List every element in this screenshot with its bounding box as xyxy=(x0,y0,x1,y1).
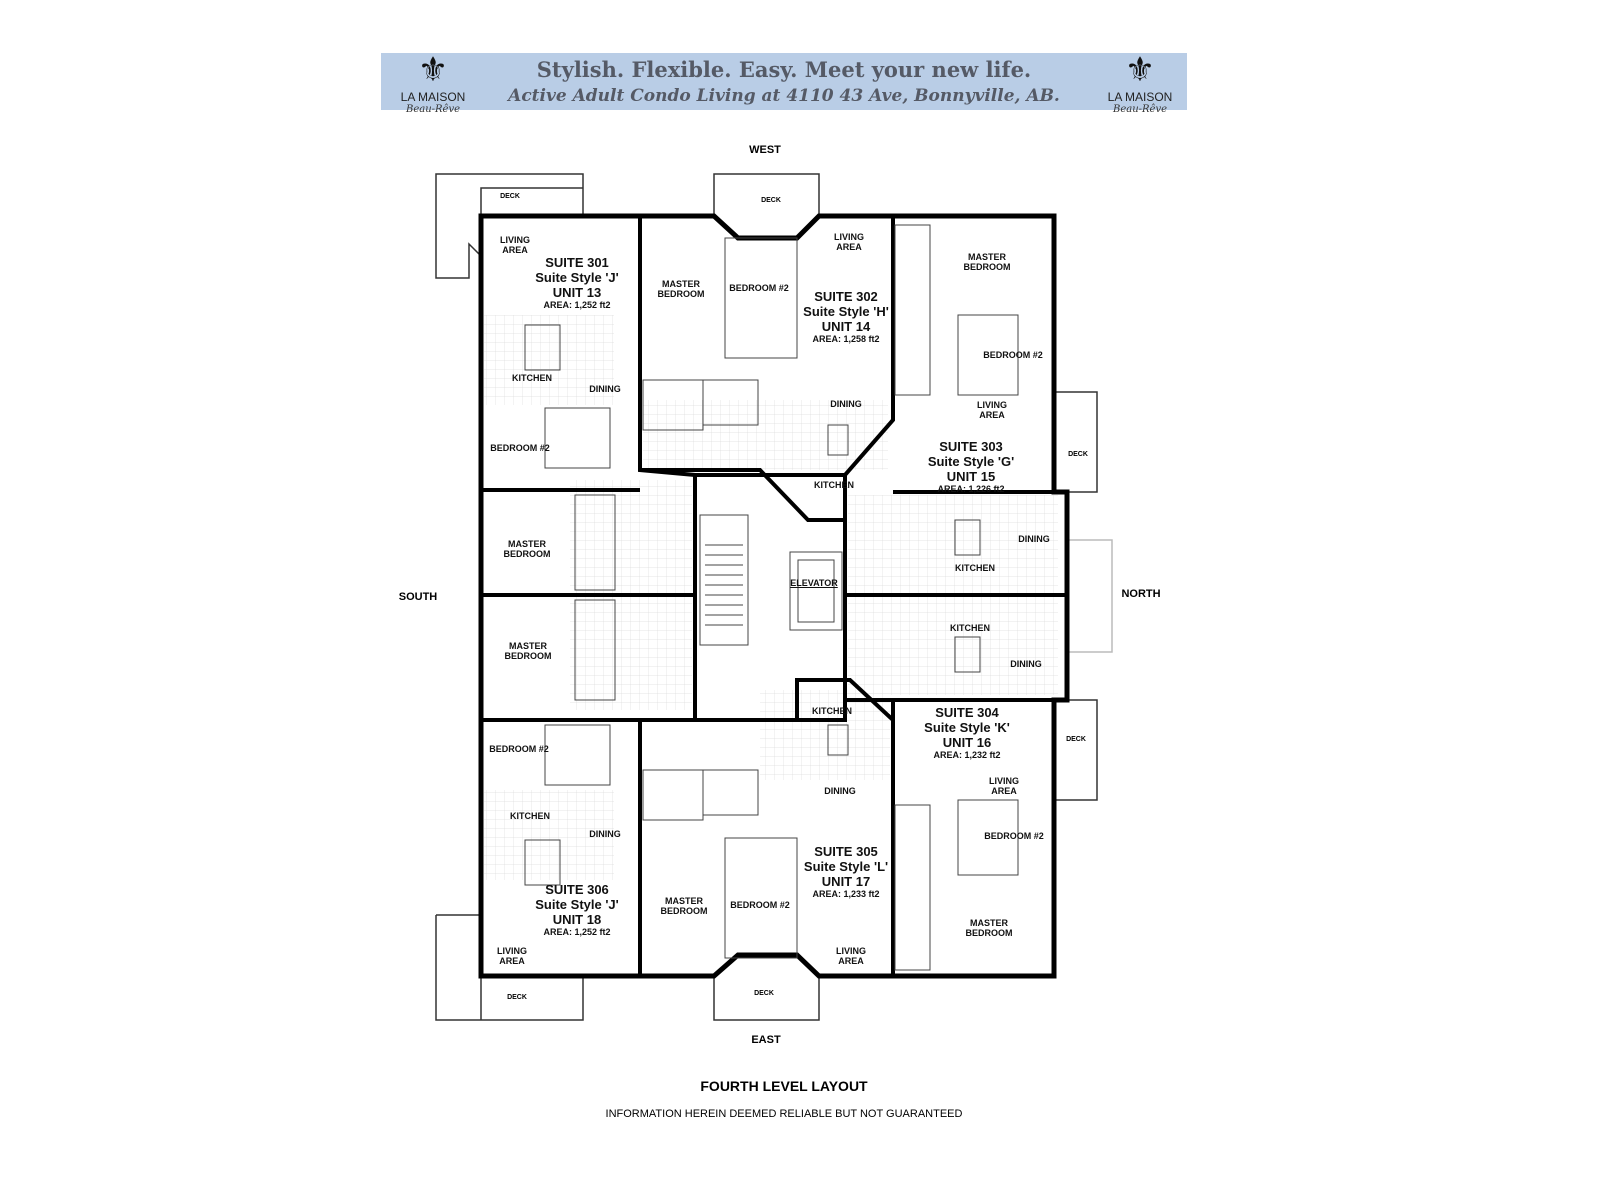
fleur-de-lis-icon: ⚜ xyxy=(417,51,449,89)
suite-info-line: LA MAISON xyxy=(400,90,466,104)
room-bedroom-2: BEDROOM #2 xyxy=(984,831,1044,841)
room-master-bedroom: MASTER BEDROOM xyxy=(963,252,1011,272)
suite-info-line: Suite Style 'G' xyxy=(927,454,1015,469)
deck-label: DECK xyxy=(1066,736,1086,743)
suite-info-line: Suite Style 'H' xyxy=(803,304,889,319)
deck-label: DECK xyxy=(507,994,527,1001)
suite-info-line: AREA: 1,258 ft2 xyxy=(812,334,880,344)
deck-label: DECK xyxy=(500,193,520,200)
room-dining: DINING xyxy=(1018,534,1050,544)
suite-info-line: SUITE 301 xyxy=(545,255,609,270)
suite-info-line: Suite Style 'J' xyxy=(535,897,619,912)
room-kitchen: KITCHEN xyxy=(955,563,995,573)
suite-info-line: Beau-Rêve xyxy=(1112,104,1168,115)
suite-info-line: UNIT 15 xyxy=(946,469,996,484)
suite-info-line: Suite Style 'J' xyxy=(535,270,619,285)
room-bedroom-2: BEDROOM #2 xyxy=(730,900,790,910)
room-master-bedroom: MASTER BEDROOM xyxy=(504,641,552,661)
deck-label: DECK xyxy=(1068,451,1088,458)
room-master-bedroom: MASTER BEDROOM xyxy=(965,918,1013,938)
decks xyxy=(435,173,1113,1021)
suite-info-line: SUITE 303 xyxy=(939,439,1003,454)
deck-label: DECK xyxy=(761,197,781,204)
suite-info-line: Suite Style 'K' xyxy=(924,720,1010,735)
suite-info-line: LA MAISON xyxy=(1107,90,1173,104)
header-banner: Stylish. Flexible. Easy. Meet your new l… xyxy=(381,53,1187,110)
room-kitchen: KITCHEN xyxy=(812,706,852,716)
suite-info-line: Suite Style 'L' xyxy=(803,859,889,874)
layout-title: FOURTH LEVEL LAYOUT xyxy=(700,1078,868,1094)
room-dining: DINING xyxy=(589,384,621,394)
suite-info-line: AREA: 1,232 ft2 xyxy=(933,750,1001,760)
direction-north: NORTH xyxy=(1121,588,1161,600)
direction-east: EAST xyxy=(751,1034,781,1046)
room-dining: DINING xyxy=(1010,659,1042,669)
room-bedroom-2: BEDROOM #2 xyxy=(489,744,549,754)
room-dining: DINING xyxy=(824,786,856,796)
room-kitchen: KITCHEN xyxy=(512,373,552,383)
deck-label: DECK xyxy=(754,990,774,997)
elevator-label: ELEVATOR xyxy=(790,578,838,588)
suite-info-line: AREA: 1,252 ft2 xyxy=(543,927,611,937)
room-living: LIVING AREA xyxy=(499,235,530,255)
direction-west: WEST xyxy=(749,144,781,156)
suite-info-line: UNIT 14 xyxy=(821,319,871,334)
room-kitchen: KITCHEN xyxy=(510,811,550,821)
logo-right: ⚜ LA MAISON Beau-Rêve xyxy=(1100,50,1180,135)
suite-info-line: AREA: 1,226 ft2 xyxy=(937,484,1005,494)
suite-info-line: SUITE 306 xyxy=(545,882,609,897)
room-living: LIVING AREA xyxy=(833,232,864,252)
suite-info-line: AREA: 1,233 ft2 xyxy=(812,889,880,899)
disclaimer: INFORMATION HEREIN DEEMED RELIABLE BUT N… xyxy=(605,1108,963,1120)
suite-info-line: SUITE 305 xyxy=(814,844,878,859)
room-dining: DINING xyxy=(830,399,862,409)
logo-left: ⚜ LA MAISON Beau-Rêve xyxy=(393,50,473,135)
interior-walls xyxy=(481,216,1067,976)
room-bedroom-2: BEDROOM #2 xyxy=(983,350,1043,360)
direction-south: SOUTH xyxy=(398,591,438,603)
room-living: LIVING AREA xyxy=(496,946,527,966)
room-kitchen: KITCHEN xyxy=(814,480,854,490)
suite-info-line: UNIT 18 xyxy=(552,912,602,927)
suite-info-line: SUITE 304 xyxy=(935,705,999,720)
tagline: Stylish. Flexible. Easy. Meet your new l… xyxy=(536,57,1032,82)
suite-info-line: UNIT 16 xyxy=(942,735,992,750)
room-living: LIVING AREA xyxy=(976,400,1007,420)
room-master-bedroom: MASTER BEDROOM xyxy=(660,896,708,916)
room-master-bedroom: MASTER BEDROOM xyxy=(503,539,551,559)
room-bedroom-2: BEDROOM #2 xyxy=(729,283,789,293)
suite-info-line: AREA: 1,252 ft2 xyxy=(543,300,611,310)
fleur-de-lis-icon: ⚜ xyxy=(1124,51,1156,89)
room-kitchen: KITCHEN xyxy=(950,623,990,633)
suite-info-line: UNIT 17 xyxy=(821,874,871,889)
fixtures xyxy=(524,224,1019,971)
suite-info-line: UNIT 13 xyxy=(552,285,602,300)
room-living: LIVING AREA xyxy=(988,776,1019,796)
suite-info-line: Beau-Rêve xyxy=(405,104,461,115)
suite-info-line: SUITE 302 xyxy=(814,289,878,304)
room-living: LIVING AREA xyxy=(835,946,866,966)
room-master-bedroom: MASTER BEDROOM xyxy=(657,279,705,299)
subtitle: Active Adult Condo Living at 4110 43 Ave… xyxy=(508,86,1060,106)
room-dining: DINING xyxy=(589,829,621,839)
room-bedroom-2: BEDROOM #2 xyxy=(490,443,550,453)
